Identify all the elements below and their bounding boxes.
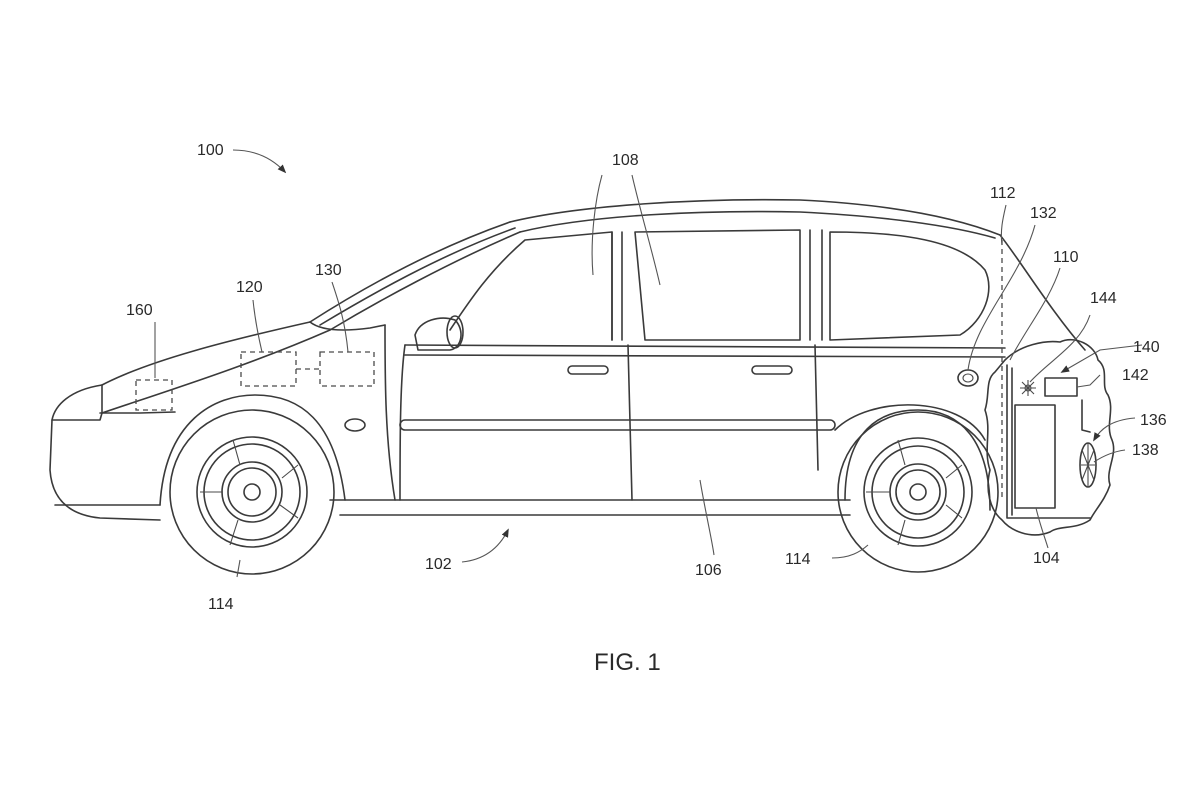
ref-102: 102 bbox=[425, 556, 452, 573]
front-components bbox=[135, 351, 375, 411]
ref-110: 110 bbox=[1053, 249, 1079, 266]
ref-112: 112 bbox=[990, 185, 1016, 202]
ref-100: 100 bbox=[197, 142, 224, 159]
reference-labels: 100 160 120 130 108 112 132 110 144 140 … bbox=[126, 142, 1167, 613]
front-wheel bbox=[159, 394, 346, 575]
ref-142: 142 bbox=[1122, 367, 1149, 384]
leader-lines bbox=[154, 149, 1143, 578]
ref-104: 104 bbox=[1033, 550, 1060, 567]
ref-138: 138 bbox=[1132, 442, 1159, 459]
ref-106: 106 bbox=[695, 562, 722, 579]
ref-130: 130 bbox=[315, 262, 342, 279]
ref-114-rear: 114 bbox=[785, 551, 811, 568]
ref-144: 144 bbox=[1090, 290, 1117, 307]
ref-160: 160 bbox=[126, 302, 153, 319]
ref-120: 120 bbox=[236, 279, 263, 296]
vehicle-outline bbox=[49, 198, 1086, 521]
fan-icon bbox=[1020, 380, 1036, 396]
ref-108: 108 bbox=[612, 152, 639, 169]
rear-wheel bbox=[837, 409, 999, 573]
ref-140: 140 bbox=[1133, 339, 1160, 356]
rear-cutaway bbox=[984, 338, 1115, 536]
ref-132: 132 bbox=[1030, 205, 1057, 222]
figure-caption: FIG. 1 bbox=[594, 649, 661, 676]
ref-136: 136 bbox=[1140, 412, 1167, 429]
ref-114-front: 114 bbox=[208, 596, 234, 613]
